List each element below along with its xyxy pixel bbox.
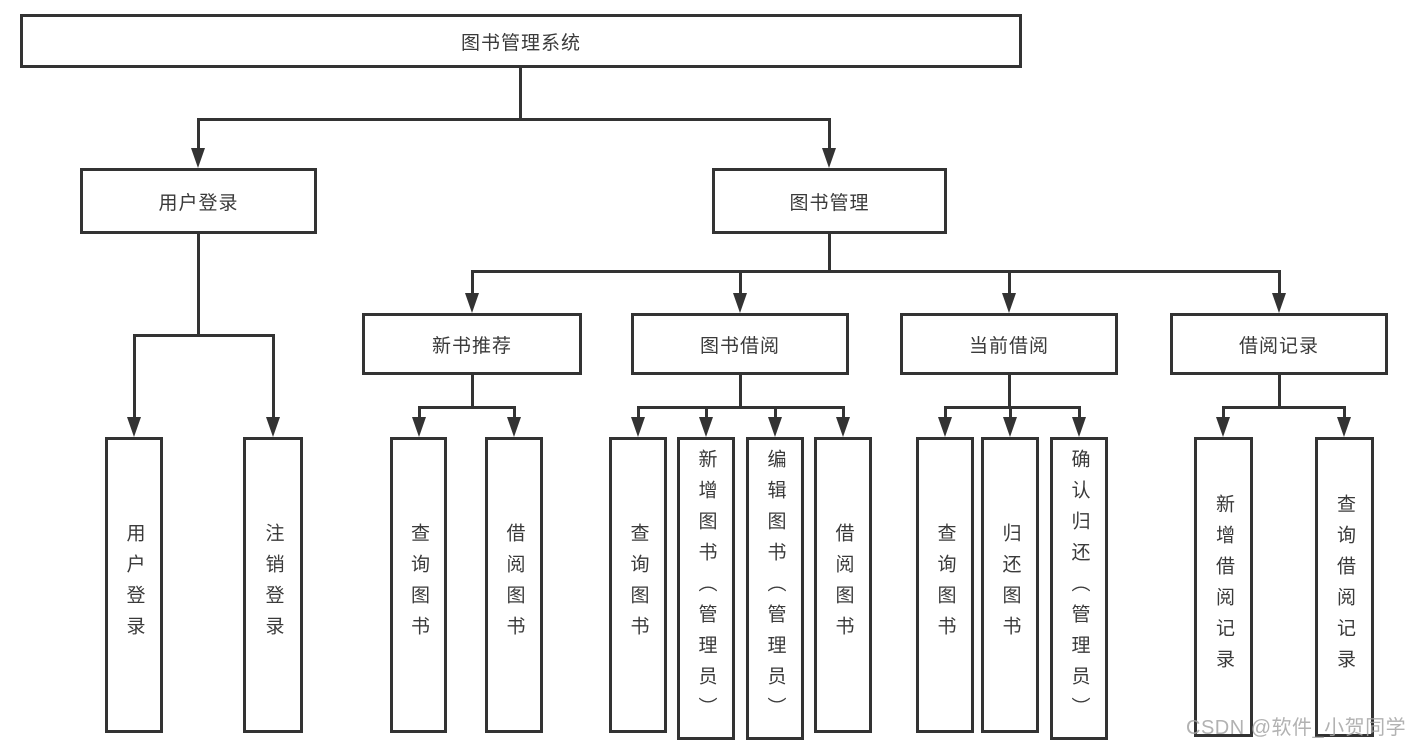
leaf-label: 查询图书 bbox=[408, 523, 429, 647]
leaf-label: 新增图书（管理员） bbox=[695, 449, 717, 728]
connector-line bbox=[196, 118, 200, 150]
arrowhead-down bbox=[699, 417, 713, 437]
node-user-login: 用户登录 bbox=[80, 168, 317, 234]
connector-line bbox=[417, 406, 421, 419]
connector-line bbox=[827, 118, 831, 150]
arrowhead-down bbox=[127, 417, 141, 437]
arrowhead-down bbox=[822, 148, 836, 168]
arrowhead-down bbox=[1002, 293, 1016, 313]
connector-line bbox=[1007, 270, 1011, 295]
node-library-management-system: 图书管理系统 bbox=[20, 14, 1022, 68]
connector-line bbox=[196, 234, 200, 337]
arrowhead-down bbox=[412, 417, 426, 437]
arrowhead-down bbox=[938, 417, 952, 437]
connector-line bbox=[1077, 406, 1081, 419]
arrowhead-down bbox=[266, 417, 280, 437]
arrowhead-down bbox=[733, 293, 747, 313]
connector-line bbox=[704, 406, 708, 419]
leaf-label: 借阅图书 bbox=[832, 523, 854, 647]
leaf-user-login: 用户登录 bbox=[105, 437, 163, 733]
connector-line bbox=[518, 68, 522, 121]
leaf-label: 确认归还（管理员） bbox=[1068, 449, 1090, 728]
leaf-query-books-recommend: 查询图书 bbox=[390, 437, 447, 733]
node-borrow-records: 借阅记录 bbox=[1170, 313, 1388, 375]
connector-line bbox=[470, 375, 474, 409]
node-new-book-recommend: 新书推荐 bbox=[362, 313, 582, 375]
leaf-label: 查询图书 bbox=[627, 523, 649, 647]
arrowhead-down bbox=[1003, 417, 1017, 437]
arrowhead-down bbox=[507, 417, 521, 437]
leaf-label: 查询借阅记录 bbox=[1334, 494, 1355, 680]
leaf-borrow-books: 借阅图书 bbox=[814, 437, 872, 733]
arrowhead-down bbox=[1216, 417, 1230, 437]
connector-line bbox=[470, 270, 1281, 273]
leaf-return-book: 归还图书 bbox=[981, 437, 1039, 733]
connector-line bbox=[1221, 406, 1346, 409]
leaf-add-book-admin: 新增图书（管理员） bbox=[677, 437, 735, 740]
connector-line bbox=[1277, 270, 1281, 295]
arrowhead-down bbox=[465, 293, 479, 313]
arrowhead-down bbox=[1072, 417, 1086, 437]
leaf-label: 归还图书 bbox=[999, 523, 1021, 647]
arrowhead-down bbox=[631, 417, 645, 437]
connector-line bbox=[773, 406, 777, 419]
connector-line bbox=[827, 234, 831, 273]
connector-line bbox=[196, 118, 831, 121]
connector-line bbox=[738, 270, 742, 295]
leaf-edit-book-admin: 编辑图书（管理员） bbox=[746, 437, 804, 740]
arrowhead-down bbox=[1272, 293, 1286, 313]
node-book-borrow: 图书借阅 bbox=[631, 313, 849, 375]
leaf-borrow-books-recommend: 借阅图书 bbox=[485, 437, 543, 733]
arrowhead-down bbox=[191, 148, 205, 168]
connector-line bbox=[1008, 406, 1012, 419]
node-current-borrow: 当前借阅 bbox=[900, 313, 1118, 375]
leaf-label: 新增借阅记录 bbox=[1213, 494, 1234, 680]
leaf-label: 编辑图书（管理员） bbox=[764, 449, 786, 728]
leaf-logout: 注销登录 bbox=[243, 437, 303, 733]
connector-line bbox=[271, 334, 275, 419]
leaf-label: 注销登录 bbox=[262, 523, 284, 647]
csdn-watermark: CSDN @软件_小贺同学 bbox=[1186, 717, 1405, 739]
connector-line bbox=[132, 334, 136, 419]
connector-line bbox=[470, 270, 474, 295]
connector-line bbox=[636, 406, 845, 409]
leaf-label: 用户登录 bbox=[123, 523, 145, 647]
connector-line bbox=[1007, 375, 1011, 409]
leaf-query-borrow-record: 查询借阅记录 bbox=[1315, 437, 1374, 737]
leaf-label: 借阅图书 bbox=[503, 523, 525, 647]
connector-line bbox=[132, 334, 275, 337]
connector-line bbox=[417, 406, 516, 409]
connector-line bbox=[738, 375, 742, 409]
leaf-add-borrow-record: 新增借阅记录 bbox=[1194, 437, 1253, 737]
connector-line bbox=[1277, 375, 1281, 409]
node-book-management: 图书管理 bbox=[712, 168, 947, 234]
connector-line bbox=[636, 406, 640, 419]
connector-line bbox=[1342, 406, 1346, 419]
connector-line bbox=[841, 406, 845, 419]
leaf-confirm-return-admin: 确认归还（管理员） bbox=[1050, 437, 1108, 740]
connector-line bbox=[943, 406, 1081, 409]
connector-line bbox=[943, 406, 947, 419]
leaf-query-books-current: 查询图书 bbox=[916, 437, 974, 733]
arrowhead-down bbox=[1337, 417, 1351, 437]
connector-line bbox=[1221, 406, 1225, 419]
connector-line bbox=[512, 406, 516, 419]
leaf-query-books-borrow: 查询图书 bbox=[609, 437, 667, 733]
arrowhead-down bbox=[836, 417, 850, 437]
leaf-label: 查询图书 bbox=[934, 523, 956, 647]
arrowhead-down bbox=[768, 417, 782, 437]
